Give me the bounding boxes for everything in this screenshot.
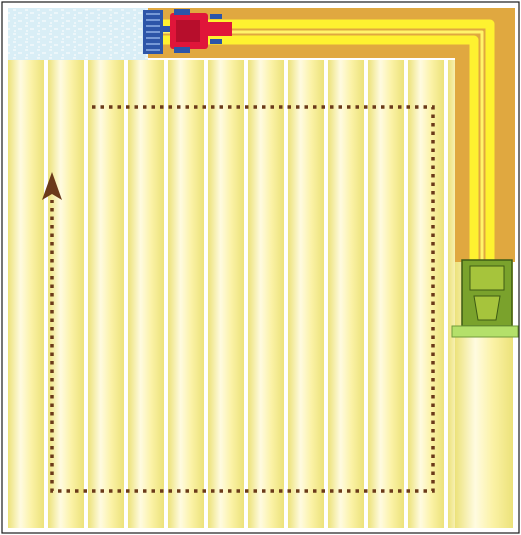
stubble-field [8,8,148,60]
crop-row [368,60,404,528]
crop-row [8,60,44,528]
crop-row [408,60,444,528]
combine-header [452,326,518,337]
crop-row [128,60,164,528]
combine-hopper [470,266,504,290]
crop-row [248,60,284,528]
standing-crop-rows [8,60,513,528]
combine-cab [474,296,500,320]
combine-harvester [452,260,518,337]
crop-row [168,60,204,528]
crop-row [88,60,124,528]
crop-row [328,60,364,528]
crop-row [208,60,244,528]
crop-row [288,60,324,528]
